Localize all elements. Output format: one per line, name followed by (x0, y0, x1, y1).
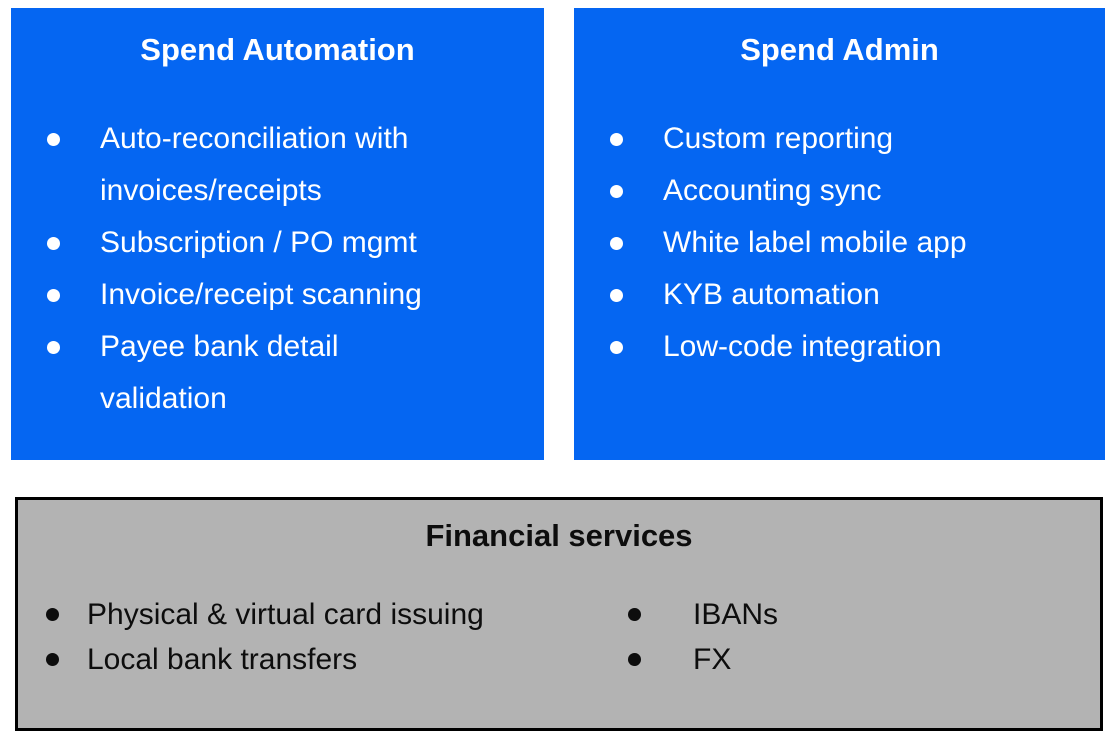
list-item: Accounting sync (574, 165, 1105, 217)
bullet-icon (610, 341, 623, 354)
bullet-icon (47, 341, 60, 354)
bullet-icon (610, 289, 623, 302)
list-item: FX (624, 637, 1100, 682)
list-item: Subscription / PO mgmt (11, 217, 544, 269)
list-item: Custom reporting (574, 113, 1105, 165)
bullet-icon (610, 237, 623, 250)
spend-admin-title: Spend Admin (740, 32, 939, 67)
list-item-text: Payee bank detail validation (100, 330, 339, 415)
spend-admin-list: Custom reporting Accounting sync White l… (574, 113, 1105, 373)
spend-automation-title: Spend Automation (140, 32, 415, 67)
spend-automation-box: Spend Automation Auto-reconciliation wit… (11, 8, 544, 460)
spend-automation-list: Auto-reconciliation with invoices/receip… (11, 113, 544, 425)
bullet-icon (628, 653, 641, 666)
list-item-text: FX (693, 643, 732, 676)
bullet-icon (610, 133, 623, 146)
list-item-text: Local bank transfers (87, 643, 358, 676)
list-item: Physical & virtual card issuing (18, 592, 624, 637)
list-item-text: Auto-reconciliation with invoices/receip… (100, 122, 409, 207)
list-item-text: White label mobile app (663, 226, 967, 259)
bullet-icon (628, 608, 641, 621)
list-item-text: IBANs (693, 598, 779, 631)
list-item: Low-code integration (574, 321, 1105, 373)
list-item: Payee bank detail validation (11, 321, 544, 425)
list-item: Invoice/receipt scanning (11, 269, 544, 321)
list-item: Local bank transfers (18, 637, 624, 682)
bullet-icon (47, 237, 60, 250)
financial-services-columns: Physical & virtual card issuing Local ba… (18, 592, 1100, 682)
bullet-icon (47, 289, 60, 302)
list-item-text: Custom reporting (663, 122, 894, 155)
list-item: IBANs (624, 592, 1100, 637)
list-item-text: Invoice/receipt scanning (100, 278, 422, 311)
list-item-text: Subscription / PO mgmt (100, 226, 417, 259)
list-item-text: Accounting sync (663, 174, 882, 207)
bullet-icon (46, 608, 59, 621)
list-item-text: KYB automation (663, 278, 880, 311)
financial-services-list-left: Physical & virtual card issuing Local ba… (18, 592, 624, 682)
list-item: KYB automation (574, 269, 1105, 321)
bullet-icon (46, 653, 59, 666)
financial-services-title: Financial services (425, 518, 693, 553)
list-item-text: Physical & virtual card issuing (87, 598, 484, 631)
list-item-text: Low-code integration (663, 330, 942, 363)
financial-services-list-right: IBANs FX (624, 592, 1100, 682)
bullet-icon (610, 185, 623, 198)
list-item: Auto-reconciliation with invoices/receip… (11, 113, 544, 217)
bullet-icon (47, 133, 60, 146)
spend-admin-box: Spend Admin Custom reporting Accounting … (574, 8, 1105, 460)
financial-services-box: Financial services Physical & virtual ca… (15, 497, 1103, 731)
list-item: White label mobile app (574, 217, 1105, 269)
